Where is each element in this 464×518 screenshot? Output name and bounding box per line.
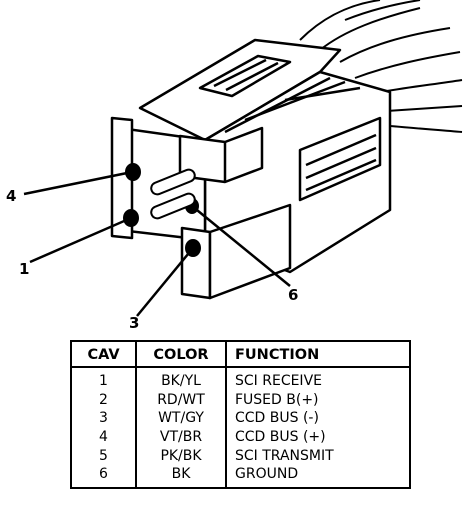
cell-color: VT/BR	[136, 427, 227, 447]
cell-function: SCI TRANSMIT	[235, 447, 334, 464]
cell-color: PK/BK	[136, 446, 227, 465]
cell-function: GROUND	[235, 466, 299, 483]
cell-color: WT/GY	[136, 409, 227, 428]
table-row: 2 RD/WT FUSED B(+)	[71, 390, 410, 410]
table-row: 6 BK GROUND	[71, 464, 410, 488]
pin-table: CAV COLOR FUNCTION 1 BK/YL SCI RECEIVE 2…	[70, 340, 411, 489]
cell-function: FUSED B(+)	[235, 391, 319, 408]
callout-1: 1	[19, 260, 29, 278]
cell-cav: 5	[71, 446, 137, 465]
table-row: 1 BK/YL SCI RECEIVE	[71, 367, 410, 391]
cell-function: SCI RECEIVE	[235, 373, 322, 390]
table-row: 3 WT/GY CCD BUS (-)	[71, 409, 410, 428]
leader-lines	[23, 170, 291, 317]
cell-color: BK/YL	[136, 367, 227, 391]
header-color: COLOR	[136, 341, 227, 368]
callout-4: 4	[6, 187, 16, 205]
connector-housing	[110, 38, 392, 300]
cell-function: CCD BUS (+)	[235, 429, 326, 446]
table-row: 5 PK/BK SCI TRANSMIT	[71, 446, 410, 465]
cell-cav: 4	[71, 427, 137, 447]
cell-cav: 2	[71, 390, 137, 410]
cell-function: CCD BUS (-)	[235, 410, 319, 427]
cell-cav: 3	[71, 409, 137, 428]
table-row: 4 VT/BR CCD BUS (+)	[71, 427, 410, 447]
callout-6: 6	[288, 286, 298, 304]
cell-cav: 1	[71, 367, 137, 391]
header-function: FUNCTION	[226, 341, 410, 368]
cell-cav: 6	[71, 464, 137, 488]
callout-3: 3	[129, 314, 139, 332]
table-header-row: CAV COLOR FUNCTION	[71, 341, 410, 368]
cell-color: BK	[136, 464, 227, 488]
cell-color: RD/WT	[136, 390, 227, 410]
header-cav: CAV	[71, 341, 137, 368]
